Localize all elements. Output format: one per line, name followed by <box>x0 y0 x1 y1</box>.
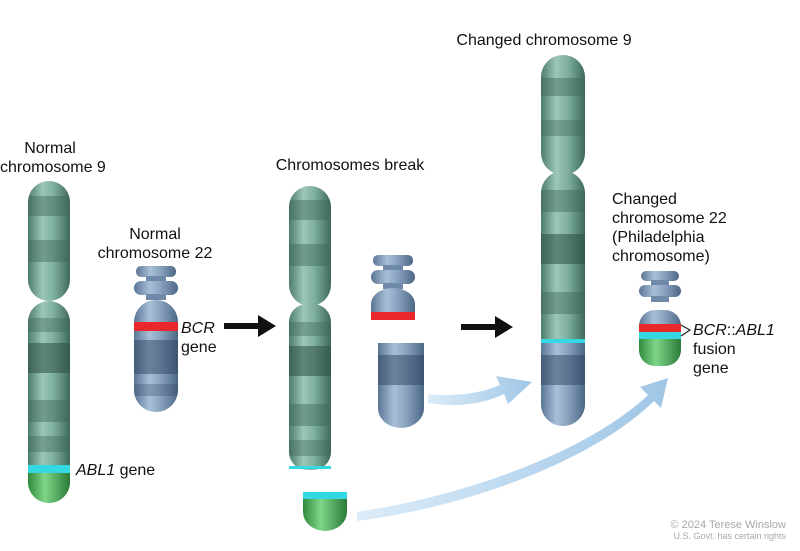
fusion-bcr: BCR <box>693 322 727 339</box>
broken-chromosome-9 <box>289 186 331 470</box>
curved-arrow-abl1-to-philadelphia <box>357 378 668 521</box>
normal-chr22-label: Normal chromosome 22 <box>90 225 220 263</box>
normal-chr9-label: Normal chromosome 9 <box>0 139 106 177</box>
abl1-gene-name: ABL1 <box>76 462 116 479</box>
changed-chr22-label-line4: chromosome) <box>612 248 710 265</box>
bcr-gene-name: BCR <box>181 320 215 337</box>
chromosomes-break-label: Chromosomes break <box>275 157 425 174</box>
fusion-sep: :: <box>726 322 736 339</box>
curved-arrow-chr22-to-chr9 <box>428 376 532 406</box>
changed-chr22-label: Changed chromosome 22 (Philadelphia chro… <box>612 190 727 266</box>
bcr-band <box>134 322 178 331</box>
fusion-gene-line2: fusion <box>693 341 736 358</box>
changed-chr22-label-line1: Changed <box>612 191 677 208</box>
broken-chromosome-22-bottom <box>378 343 424 428</box>
normal-chr22-label-line2: chromosome 22 <box>97 245 213 262</box>
copyright-credit: © 2024 Terese Winslow U.S. Govt. has cer… <box>670 519 786 541</box>
normal-chr9-label-line2: chromosome 9 <box>0 159 106 176</box>
arrow-to-break <box>224 315 276 337</box>
copyright-line2: U.S. Govt. has certain rights <box>673 531 786 541</box>
changed-chr9-label: Changed chromosome 9 <box>456 32 632 49</box>
abl1-fragment <box>303 492 347 531</box>
fusion-abl1: ABL1 <box>735 322 775 339</box>
abl1-band <box>28 465 70 473</box>
changed-chromosome-9 <box>541 55 585 426</box>
abl1-gene-word: gene <box>119 462 156 479</box>
normal-chromosome-22 <box>134 266 178 412</box>
normal-chr9-label-line1: Normal <box>24 140 76 157</box>
bcr-gene-label: BCR gene <box>181 319 217 357</box>
changed-chr22-label-line3: (Philadelphia <box>612 229 705 246</box>
fusion-pointer <box>680 324 692 337</box>
normal-chr22-label-line1: Normal <box>129 226 181 243</box>
normal-chromosome-9 <box>28 181 70 503</box>
broken-chromosome-22-top <box>371 255 415 320</box>
fusion-gene-label: BCR::ABL1 fusion gene <box>693 321 775 378</box>
philadelphia-chromosome <box>639 271 692 366</box>
copyright-line1: © 2024 Terese Winslow <box>670 519 786 531</box>
arrow-to-changed <box>461 316 513 338</box>
bcr-gene-word: gene <box>181 339 217 356</box>
fusion-gene-line3: gene <box>693 360 729 377</box>
fusion-gene-name: BCR::ABL1 <box>693 321 775 340</box>
abl1-gene-label: ABL1 gene <box>76 461 155 480</box>
changed-chr22-label-line2: chromosome 22 <box>612 210 727 227</box>
